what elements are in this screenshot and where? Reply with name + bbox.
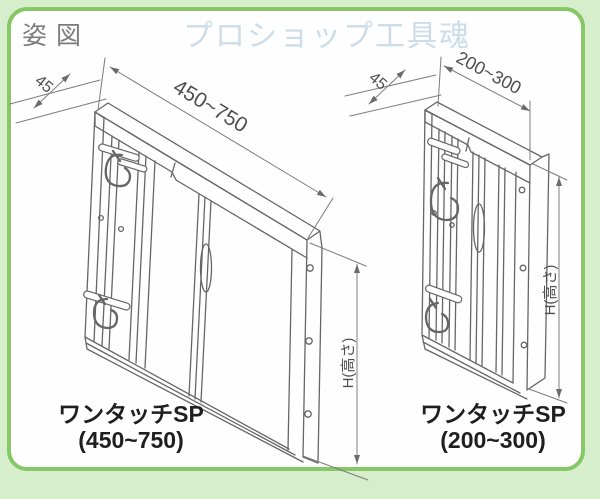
right-product-name: ワンタッチSP <box>420 401 566 427</box>
post-hole <box>519 264 527 272</box>
lock-pin <box>117 158 148 173</box>
dim-arrow <box>34 99 43 108</box>
rail-hole <box>449 222 455 228</box>
dim-arrow <box>61 74 70 83</box>
content-panel <box>7 7 585 471</box>
dim-width-label: 200~300 <box>453 47 525 98</box>
dim-ext-line <box>344 74 437 97</box>
rail-hole <box>117 225 125 233</box>
left-frame-drawing <box>83 102 323 464</box>
post-hole <box>306 264 314 272</box>
right-left-post <box>421 109 433 340</box>
dim-line-width <box>109 66 327 198</box>
post-hole <box>305 337 313 345</box>
dim-ext-line <box>9 79 101 105</box>
dim-arrow <box>556 389 562 398</box>
spring-hook-icon <box>429 176 460 222</box>
left-beam-joint <box>170 162 176 178</box>
right-slider-rail <box>469 151 486 367</box>
spring-hook-icon <box>92 293 119 330</box>
dim-arrow <box>354 455 360 464</box>
left-inner-rail-2 <box>128 151 156 369</box>
post-hole <box>304 410 312 418</box>
post-hole <box>518 186 526 194</box>
left-product-name: ワンタッチSP <box>58 401 204 427</box>
right-product-label: ワンタッチSP (200~300) <box>407 401 579 453</box>
dim-width-label: 450~750 <box>169 75 251 137</box>
dim-arrow <box>316 189 326 197</box>
left-slider-rail <box>188 193 212 403</box>
dim-ext-line <box>528 388 568 404</box>
dim-ext-line <box>532 163 568 181</box>
right-right-post <box>512 153 550 391</box>
left-bottom-rail <box>84 336 304 463</box>
right-inner-rail-2 <box>448 135 459 351</box>
dim-arrow <box>354 264 360 273</box>
left-right-post <box>287 231 323 464</box>
spring-hook-icon <box>104 149 132 188</box>
lock-pin <box>425 284 463 304</box>
left-product-range: (450~750) <box>78 427 184 453</box>
dim-ext-line <box>349 94 442 117</box>
dim-arrow <box>520 104 530 111</box>
dim-ext-line <box>307 197 334 239</box>
right-dimensions: 200~300 45 H(高さ) <box>344 47 568 404</box>
rail-hole <box>97 214 105 222</box>
lock-pin <box>98 143 140 162</box>
dim-line-width <box>443 65 531 112</box>
dim-height-label: H(高さ) <box>542 265 559 316</box>
left-product-label: ワンタッチSP (450~750) <box>45 401 217 453</box>
watermark-text: プロショップ工具魂 <box>183 20 471 53</box>
lock-pin <box>427 137 461 156</box>
post-hole <box>520 341 528 349</box>
right-beam-joint <box>465 137 470 152</box>
right-inner-rail-3 <box>495 164 506 376</box>
page-title: 姿図 <box>22 22 91 50</box>
dim-ext-line <box>309 242 367 267</box>
dim-arrow <box>369 95 378 104</box>
dim-ext-line <box>437 56 442 107</box>
right-product-range: (200~300) <box>440 427 546 453</box>
right-bottom-rail <box>421 334 528 400</box>
slider-handle <box>199 243 213 293</box>
slider-handle <box>472 203 486 253</box>
right-inner-rail-1 <box>435 128 446 344</box>
lock-pin <box>441 153 470 169</box>
dim-height-label: H(高さ) <box>340 338 357 389</box>
left-inner-rail-1 <box>101 135 120 350</box>
dim-arrow <box>396 70 405 79</box>
dim-ext-line <box>97 57 106 111</box>
right-frame-drawing <box>421 101 550 400</box>
dim-ext-line <box>15 98 107 124</box>
lock-pin <box>83 290 131 311</box>
dim-arrow <box>444 66 454 73</box>
dim-arrow <box>110 67 120 75</box>
dim-arrow <box>556 177 562 186</box>
spring-hook-icon <box>424 297 450 334</box>
dim-ext-line <box>302 455 369 481</box>
